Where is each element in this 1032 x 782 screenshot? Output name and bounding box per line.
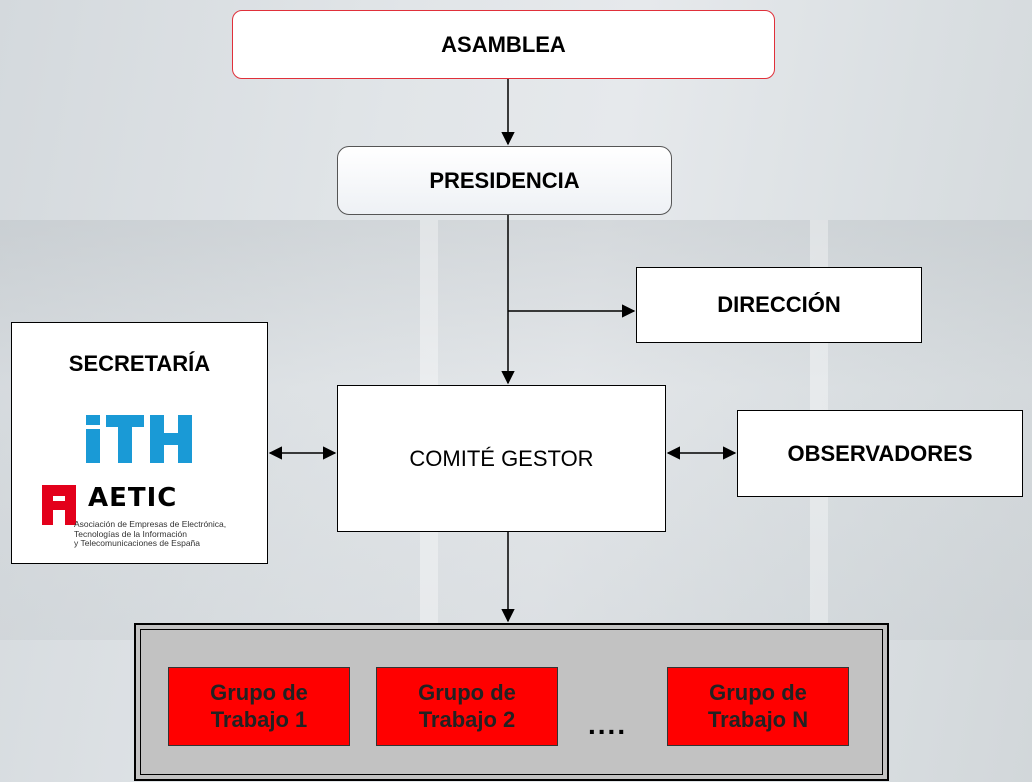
secretaria-title: SECRETARÍA bbox=[68, 351, 211, 376]
asamblea-label: ASAMBLEA bbox=[441, 31, 566, 57]
working-group-n: Grupo de Trabajo N bbox=[667, 667, 849, 746]
observadores-box: OBSERVADORES bbox=[737, 410, 1023, 497]
secretaria-box: SECRETARÍA AETIC Asociación de Empresas … bbox=[11, 322, 268, 564]
asamblea-box: ASAMBLEA bbox=[232, 10, 775, 79]
aetic-wordmark: AETIC bbox=[88, 483, 178, 513]
aetic-mark-icon bbox=[42, 485, 76, 525]
direccion-box: DIRECCIÓN bbox=[636, 267, 922, 343]
ith-logo bbox=[86, 415, 192, 463]
presidencia-label: PRESIDENCIA bbox=[429, 167, 580, 193]
working-group-1: Grupo de Trabajo 1 bbox=[168, 667, 350, 746]
working-groups-inner-frame bbox=[140, 629, 883, 775]
direccion-label: DIRECCIÓN bbox=[717, 292, 841, 317]
working-groups-ellipsis: .... bbox=[588, 709, 628, 740]
comite-gestor-box: COMITÉ GESTOR bbox=[337, 385, 666, 532]
aetic-description: Asociación de Empresas de Electrónica, T… bbox=[74, 519, 227, 549]
comite-gestor-label: COMITÉ GESTOR bbox=[409, 445, 594, 471]
working-groups-container: Grupo de Trabajo 1 Grupo de Trabajo 2 ..… bbox=[134, 623, 889, 781]
working-group-2: Grupo de Trabajo 2 bbox=[376, 667, 558, 746]
observadores-label: OBSERVADORES bbox=[787, 440, 973, 466]
presidencia-box: PRESIDENCIA bbox=[337, 146, 672, 215]
